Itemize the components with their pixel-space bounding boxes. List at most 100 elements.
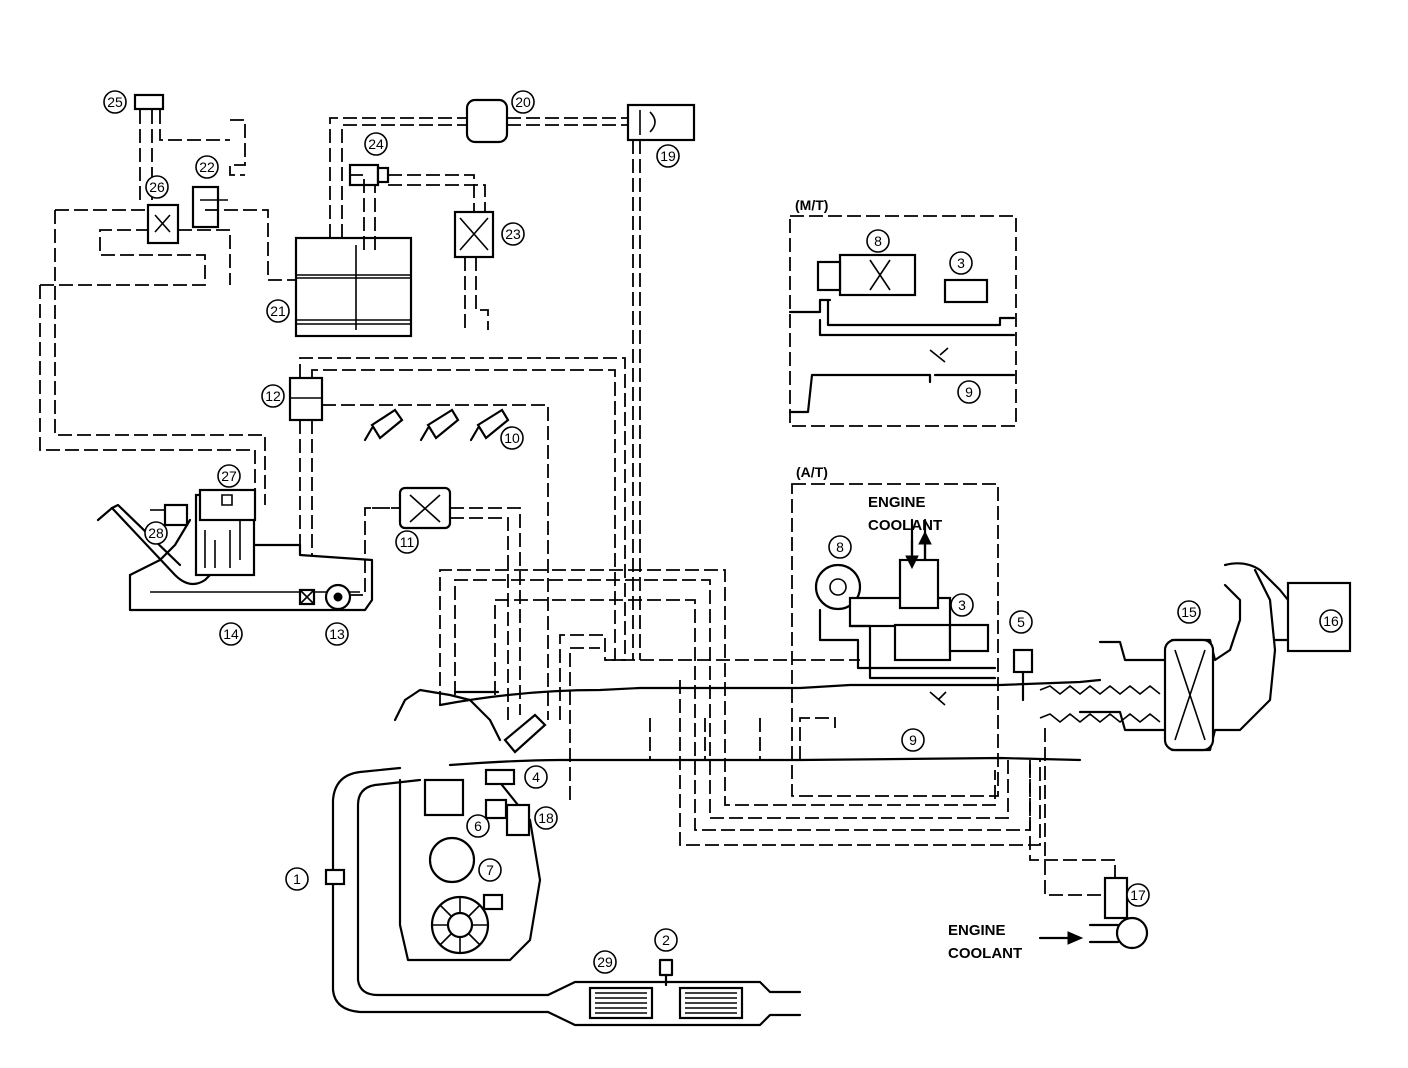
vacuum-switch xyxy=(626,103,696,142)
callout-14: 14 xyxy=(219,622,243,646)
callout-26-number: 26 xyxy=(149,179,165,195)
callout-22: 22 xyxy=(195,155,219,179)
callout-12: 12 xyxy=(261,384,285,408)
callout-9-at-number: 9 xyxy=(909,732,917,748)
callout-15-number: 15 xyxy=(1181,604,1197,620)
callout-20: 20 xyxy=(511,90,535,114)
charcoal-canister xyxy=(294,236,413,338)
callout-7-number: 7 xyxy=(486,862,494,878)
callout-13: 13 xyxy=(325,622,349,646)
callout-3-mt-number: 3 xyxy=(957,255,965,271)
callout-4-number: 4 xyxy=(532,769,540,785)
callout-9-mt-number: 9 xyxy=(965,384,973,400)
callout-6: 6 xyxy=(466,814,490,838)
rollover-valve xyxy=(150,503,189,527)
at-box-title: (A/T) xyxy=(796,464,828,480)
callout-16-number: 16 xyxy=(1323,613,1339,629)
at-detail-box: (A/T) xyxy=(791,464,999,797)
callout-15: 15 xyxy=(1177,600,1201,624)
callout-6-number: 6 xyxy=(474,818,482,834)
callout-27-number: 27 xyxy=(221,468,237,484)
engine-block xyxy=(393,688,542,962)
callout-9-at: 9 xyxy=(901,728,925,752)
callout-24: 24 xyxy=(364,132,388,156)
callout-22-number: 22 xyxy=(199,159,215,175)
callout-1: 1 xyxy=(285,867,309,891)
callout-25-number: 25 xyxy=(107,94,123,110)
callout-13-number: 13 xyxy=(329,626,345,642)
vacuum-damper xyxy=(465,98,509,144)
callout-17: 17 xyxy=(1126,883,1150,907)
callout-3-at: 3 xyxy=(950,593,974,617)
connector-sensor-25 xyxy=(133,93,165,111)
callout-3-at-number: 3 xyxy=(958,597,966,613)
exhaust-pipe xyxy=(331,766,802,1027)
callout-8-at: 8 xyxy=(828,535,852,559)
intake-bellows xyxy=(1039,684,1161,696)
engine-coolant-arrow-bottom xyxy=(1038,931,1084,945)
callout-29: 29 xyxy=(593,950,617,974)
callout-12-number: 12 xyxy=(265,388,281,404)
callout-17-number: 17 xyxy=(1130,887,1146,903)
callout-2: 2 xyxy=(654,928,678,952)
callout-29-number: 29 xyxy=(597,954,613,970)
engine-coolant-label-top-line1: ENGINE xyxy=(868,494,926,511)
callout-26: 26 xyxy=(145,175,169,199)
callout-21: 21 xyxy=(266,299,290,323)
callout-28-number: 28 xyxy=(148,525,164,541)
air-filter-element xyxy=(453,210,495,259)
callout-16: 16 xyxy=(1319,609,1343,633)
callout-27: 27 xyxy=(217,464,241,488)
mt-box-title: (M/T) xyxy=(795,197,828,213)
engine-coolant-arrows-top xyxy=(905,530,932,570)
callout-7: 7 xyxy=(478,858,502,882)
callout-10: 10 xyxy=(500,426,524,450)
callout-8-at-number: 8 xyxy=(836,539,844,555)
callout-5-number: 5 xyxy=(1017,614,1025,630)
sensor-4 xyxy=(484,768,516,786)
pressure-regulator xyxy=(288,376,324,422)
fuel-injectors xyxy=(363,408,510,442)
callout-4: 4 xyxy=(524,765,548,789)
callout-20-number: 20 xyxy=(515,94,531,110)
callout-10-number: 10 xyxy=(504,430,520,446)
switch-22 xyxy=(191,185,228,229)
fuel-filter xyxy=(398,486,452,530)
intake-bellows-lower xyxy=(1039,712,1161,724)
callout-9-mt: 9 xyxy=(957,380,981,404)
callout-21-number: 21 xyxy=(270,303,286,319)
callout-11: 11 xyxy=(395,530,419,554)
engine-coolant-label-bottom-line1: ENGINE xyxy=(948,922,1006,939)
sensor-6 xyxy=(484,798,508,820)
purge-solenoid xyxy=(348,163,390,187)
callout-3-mt: 3 xyxy=(949,251,973,275)
callout-23: 23 xyxy=(501,222,525,246)
mt-detail-box: (M/T) xyxy=(788,197,1017,427)
engine-coolant-label-bottom-line2: COOLANT xyxy=(948,945,1022,962)
callout-11-number: 11 xyxy=(400,534,415,550)
solenoid-valve-26 xyxy=(146,203,180,245)
callout-23-number: 23 xyxy=(505,226,521,242)
callout-28: 28 xyxy=(144,521,168,545)
intake-duct xyxy=(438,562,1352,767)
fuel-tank-valve xyxy=(198,488,257,522)
callout-19-number: 19 xyxy=(660,148,676,164)
callout-24-number: 24 xyxy=(368,136,384,152)
callout-2-number: 2 xyxy=(662,932,670,948)
callout-8-mt-number: 8 xyxy=(874,233,882,249)
sensor-18 xyxy=(505,803,531,837)
callout-18-number: 18 xyxy=(538,810,554,826)
sensor-1 xyxy=(324,868,346,886)
callout-25: 25 xyxy=(103,90,127,114)
callout-19: 19 xyxy=(656,144,680,168)
thermo-valve xyxy=(1088,876,1149,950)
callout-18: 18 xyxy=(534,806,558,830)
vacuum-hoses xyxy=(39,110,1116,896)
callout-5: 5 xyxy=(1009,610,1033,634)
callout-1-number: 1 xyxy=(293,871,301,887)
callout-14-number: 14 xyxy=(223,626,239,642)
engine-coolant-label-top-line2: COOLANT xyxy=(868,517,942,534)
callout-8-mt: 8 xyxy=(866,229,890,253)
cold-start-injector xyxy=(503,713,547,754)
